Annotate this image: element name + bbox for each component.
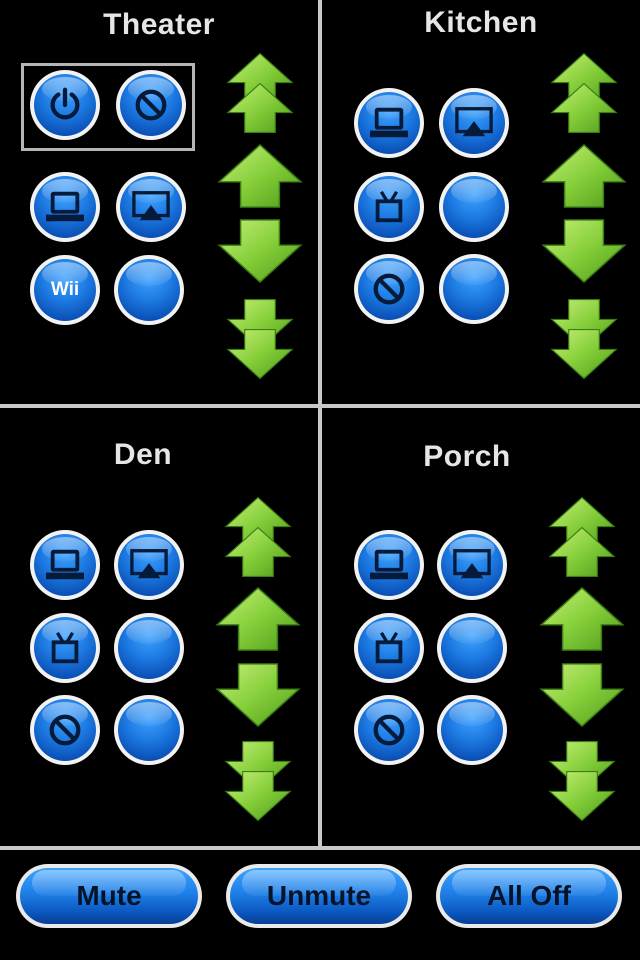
blank-button[interactable]: [114, 255, 184, 325]
no-icon: [370, 711, 408, 749]
airplay-icon: [130, 188, 172, 226]
blank-button[interactable]: [439, 254, 509, 324]
off-button[interactable]: [354, 254, 424, 324]
volume-up-button[interactable]: [214, 143, 306, 211]
off-button[interactable]: [30, 695, 100, 765]
all-off-button[interactable]: All Off: [436, 864, 622, 928]
blank-button[interactable]: [437, 613, 507, 683]
computer-icon: [44, 546, 86, 584]
vertical-divider-bottom: [318, 408, 322, 846]
volume-down-button[interactable]: [214, 218, 306, 286]
blank-button[interactable]: [114, 695, 184, 765]
airplay-button[interactable]: [114, 530, 184, 600]
volume-up-fast-button[interactable]: [212, 496, 304, 580]
room-title: Porch: [423, 440, 511, 473]
wii-icon: Wii: [50, 279, 80, 300]
computer-icon: [368, 546, 410, 584]
horizontal-divider-bottom: [0, 846, 640, 850]
no-icon: [132, 86, 170, 124]
volume-down-fast-button[interactable]: [538, 298, 630, 382]
room-title: Kitchen: [424, 6, 538, 39]
airplay-button[interactable]: [116, 172, 186, 242]
airplay-button[interactable]: [437, 530, 507, 600]
room-title: Den: [113, 438, 173, 471]
airplay-icon: [451, 546, 493, 584]
tv-icon: [46, 629, 84, 667]
off-button[interactable]: [354, 695, 424, 765]
blank-button[interactable]: [114, 613, 184, 683]
tv-button[interactable]: [354, 613, 424, 683]
room-theater: Theater Wii: [0, 0, 318, 404]
wii-button[interactable]: Wii: [30, 255, 100, 325]
tv-button[interactable]: [30, 613, 100, 683]
room-den: Den: [0, 408, 318, 846]
volume-up-button[interactable]: [538, 143, 630, 211]
airplay-icon: [453, 104, 495, 142]
volume-down-fast-button[interactable]: [212, 740, 304, 824]
mute-button[interactable]: Mute: [16, 864, 202, 928]
no-icon: [46, 711, 84, 749]
computer-button[interactable]: [30, 172, 100, 242]
volume-up-fast-button[interactable]: [538, 52, 630, 136]
room-title: Theater: [103, 8, 215, 41]
blank-button[interactable]: [437, 695, 507, 765]
room-porch: Porch: [322, 408, 640, 846]
tv-icon: [370, 629, 408, 667]
airplay-icon: [128, 546, 170, 584]
computer-button[interactable]: [354, 530, 424, 600]
vertical-divider-top: [318, 0, 322, 404]
volume-down-fast-button[interactable]: [214, 298, 306, 382]
horizontal-divider-middle: [0, 404, 640, 408]
computer-icon: [368, 104, 410, 142]
airplay-button[interactable]: [439, 88, 509, 158]
tv-button[interactable]: [354, 172, 424, 242]
unmute-label: Unmute: [266, 880, 372, 911]
volume-down-button[interactable]: [538, 218, 630, 286]
all-off-label: All Off: [487, 880, 571, 911]
volume-up-fast-button[interactable]: [214, 52, 306, 136]
selection-frame: [21, 63, 195, 151]
volume-down-fast-button[interactable]: [536, 740, 628, 824]
volume-down-button[interactable]: [212, 662, 304, 730]
mute-label: Mute: [76, 880, 142, 911]
volume-up-fast-button[interactable]: [536, 496, 628, 580]
computer-button[interactable]: [30, 530, 100, 600]
computer-icon: [44, 188, 86, 226]
unmute-button[interactable]: Unmute: [226, 864, 412, 928]
computer-button[interactable]: [354, 88, 424, 158]
blank-button[interactable]: [439, 172, 509, 242]
volume-up-button[interactable]: [212, 586, 304, 654]
volume-down-button[interactable]: [536, 662, 628, 730]
off-button[interactable]: [116, 70, 186, 140]
power-icon: [46, 86, 84, 124]
room-kitchen: Kitchen: [322, 0, 640, 404]
no-icon: [370, 270, 408, 308]
tv-icon: [370, 188, 408, 226]
volume-up-button[interactable]: [536, 586, 628, 654]
power-button[interactable]: [30, 70, 100, 140]
